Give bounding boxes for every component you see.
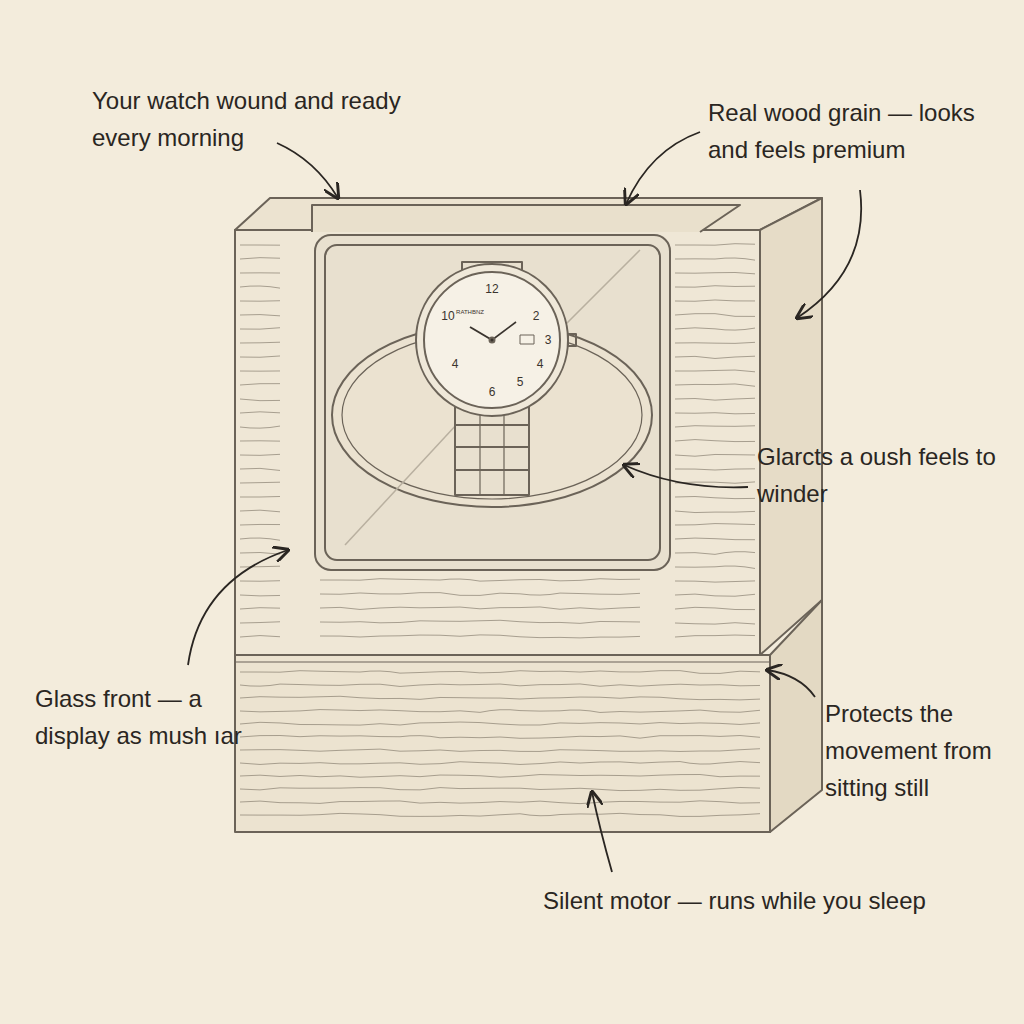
wood-grain: [240, 801, 760, 804]
wood-grain: [240, 787, 760, 790]
callout-note: Protects the movement from sitting still: [825, 695, 1017, 806]
wood-grain: [240, 684, 760, 687]
wood-grain: [240, 524, 280, 526]
wood-grain: [240, 710, 760, 713]
wood-grain: [675, 607, 755, 609]
wood-grain: [240, 813, 760, 816]
wood-grain: [240, 468, 280, 470]
dial-marking: 6: [489, 386, 496, 398]
wood-grain: [240, 595, 280, 597]
wood-grain: [240, 552, 280, 554]
wood-grain: [675, 566, 755, 568]
wood-grain: [675, 314, 755, 317]
wood-grain: [675, 623, 755, 624]
wood-grain: [320, 579, 640, 581]
wood-grain: [240, 356, 280, 357]
wood-grain: [240, 440, 280, 441]
callout-note: Real wood grain — looks and feels premiu…: [708, 94, 1008, 168]
wood-grain: [675, 384, 755, 386]
wood-grain: [240, 538, 280, 540]
wood-grain: [675, 286, 755, 288]
wood-grain: [240, 384, 280, 385]
wood-grain: [675, 511, 755, 513]
wood-grain: [675, 328, 755, 330]
wood-grain: [240, 315, 280, 316]
wood-grain: [240, 696, 760, 700]
dial-marking: 10: [441, 310, 454, 322]
wood-grain: [240, 496, 280, 498]
dial-marking: 4: [452, 358, 459, 370]
wood-grain: [675, 370, 755, 372]
wood-grain: [675, 342, 755, 343]
wood-grain: [240, 286, 280, 288]
wood-grain: [675, 524, 755, 525]
wood-grain: [240, 580, 280, 582]
wood-grain: [240, 762, 760, 765]
wood-grain: [675, 635, 755, 637]
wood-grain: [240, 774, 760, 777]
dial-marking: 4: [537, 358, 544, 370]
wood-grain: [675, 413, 755, 414]
wood-grain: [240, 412, 280, 413]
wood-grain: [675, 581, 755, 582]
wood-grain: [675, 356, 755, 358]
wood-grain: [240, 622, 280, 623]
wood-grain: [675, 258, 755, 260]
wood-grain: [675, 496, 755, 498]
dial-marking: RATHBNZ: [456, 309, 484, 315]
wood-grain: [240, 399, 280, 401]
callout-note: Your watch wound and ready every morning: [92, 82, 452, 156]
wood-grain: [675, 594, 755, 596]
wood-grain: [675, 272, 755, 273]
wood-grain: [675, 454, 755, 456]
wood-grain: [240, 608, 280, 609]
wood-grain: [320, 593, 640, 596]
wood-grain: [675, 244, 755, 246]
wood-grain: [675, 538, 755, 540]
wood-grain: [240, 722, 760, 725]
wood-grain: [240, 735, 760, 738]
wood-grain: [320, 607, 640, 610]
wood-grain: [240, 671, 760, 674]
wood-grain: [320, 620, 640, 623]
wood-grain: [675, 469, 755, 470]
wood-grain: [240, 258, 280, 259]
wood-grain: [240, 636, 280, 637]
callout-note: Glarcts a oush feels to winder: [757, 438, 1012, 512]
wood-grain: [320, 635, 640, 638]
wood-grain: [240, 566, 280, 568]
wood-grain: [240, 272, 280, 273]
wood-grain: [675, 300, 755, 301]
wood-grain: [675, 552, 755, 555]
wood-grain: [675, 398, 755, 400]
callout-note: Glass front — a display as mush ıar: [35, 680, 265, 754]
wood-grain: [240, 510, 280, 512]
wood-grain: [675, 426, 755, 427]
wood-grain: [240, 454, 280, 455]
wood-grain: [240, 749, 760, 752]
wood-grain: [240, 370, 280, 371]
wood-grain: [240, 244, 280, 245]
wood-grain: [240, 426, 280, 428]
wood-grain: [240, 328, 280, 330]
wood-grain: [240, 482, 280, 484]
dial-marking: 12: [485, 283, 498, 295]
wood-grain: [240, 300, 280, 301]
callout-note: Silent motor — runs while you sleep: [543, 882, 1003, 919]
wood-grain: [240, 342, 280, 344]
wood-grain: [675, 440, 755, 442]
dial-marking: 2: [533, 310, 540, 322]
dial-marking: 5: [517, 376, 524, 388]
dial-marking: 3: [545, 334, 552, 346]
